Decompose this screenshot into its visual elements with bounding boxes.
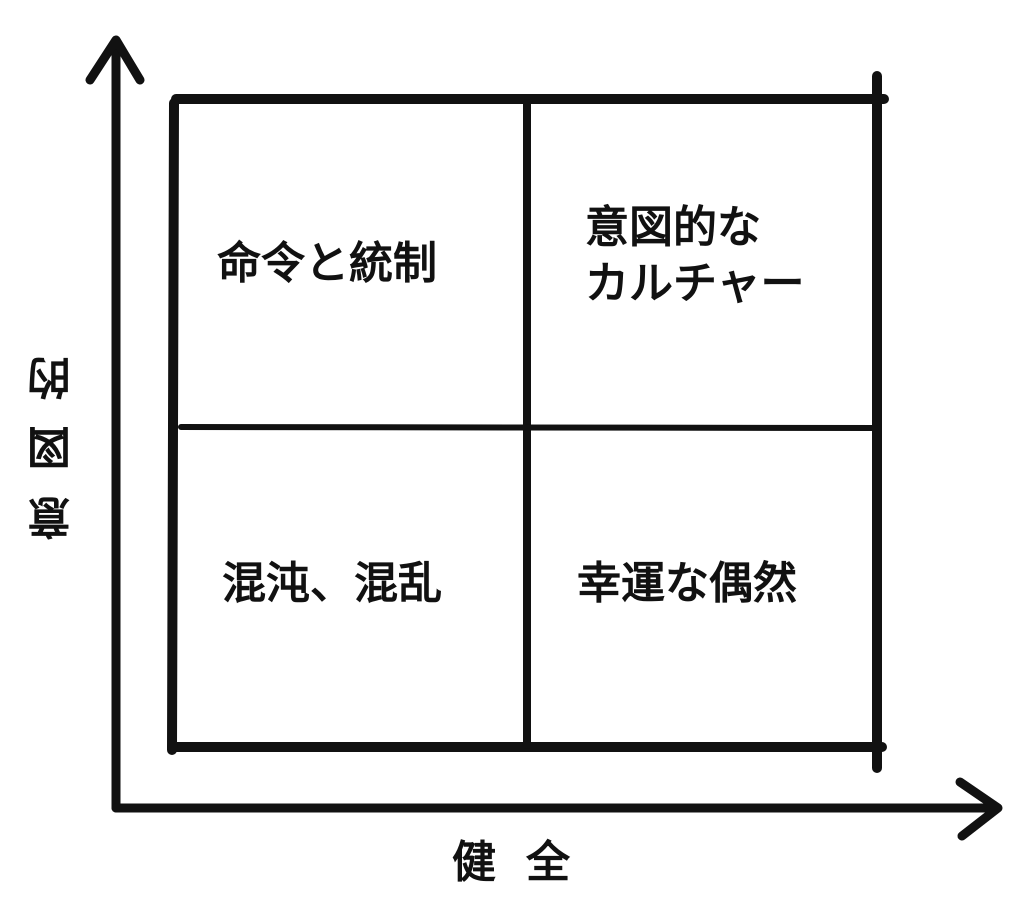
quadrant-label-top-right-line-2: カルチャー <box>585 258 805 309</box>
grid-horizontal-divider <box>178 424 879 431</box>
y-axis-arrowhead <box>85 35 145 85</box>
quadrant-label-top-right: 意図的な カルチャー <box>585 200 805 312</box>
quadrant-label-bottom-left: 混沌、混乱 <box>222 558 442 609</box>
quadrant-label-top-right-line-1: 意図的な <box>585 202 761 253</box>
grid-left-border <box>167 98 179 755</box>
x-axis-label: 健全 <box>452 837 600 888</box>
quadrant-label-bottom-right: 幸運な偶然 <box>577 558 797 609</box>
quadrant-label-top-left: 命令と統制 <box>217 238 437 289</box>
y-axis-label: 意図的 <box>28 330 79 540</box>
x-axis-arrowhead <box>955 777 1003 841</box>
